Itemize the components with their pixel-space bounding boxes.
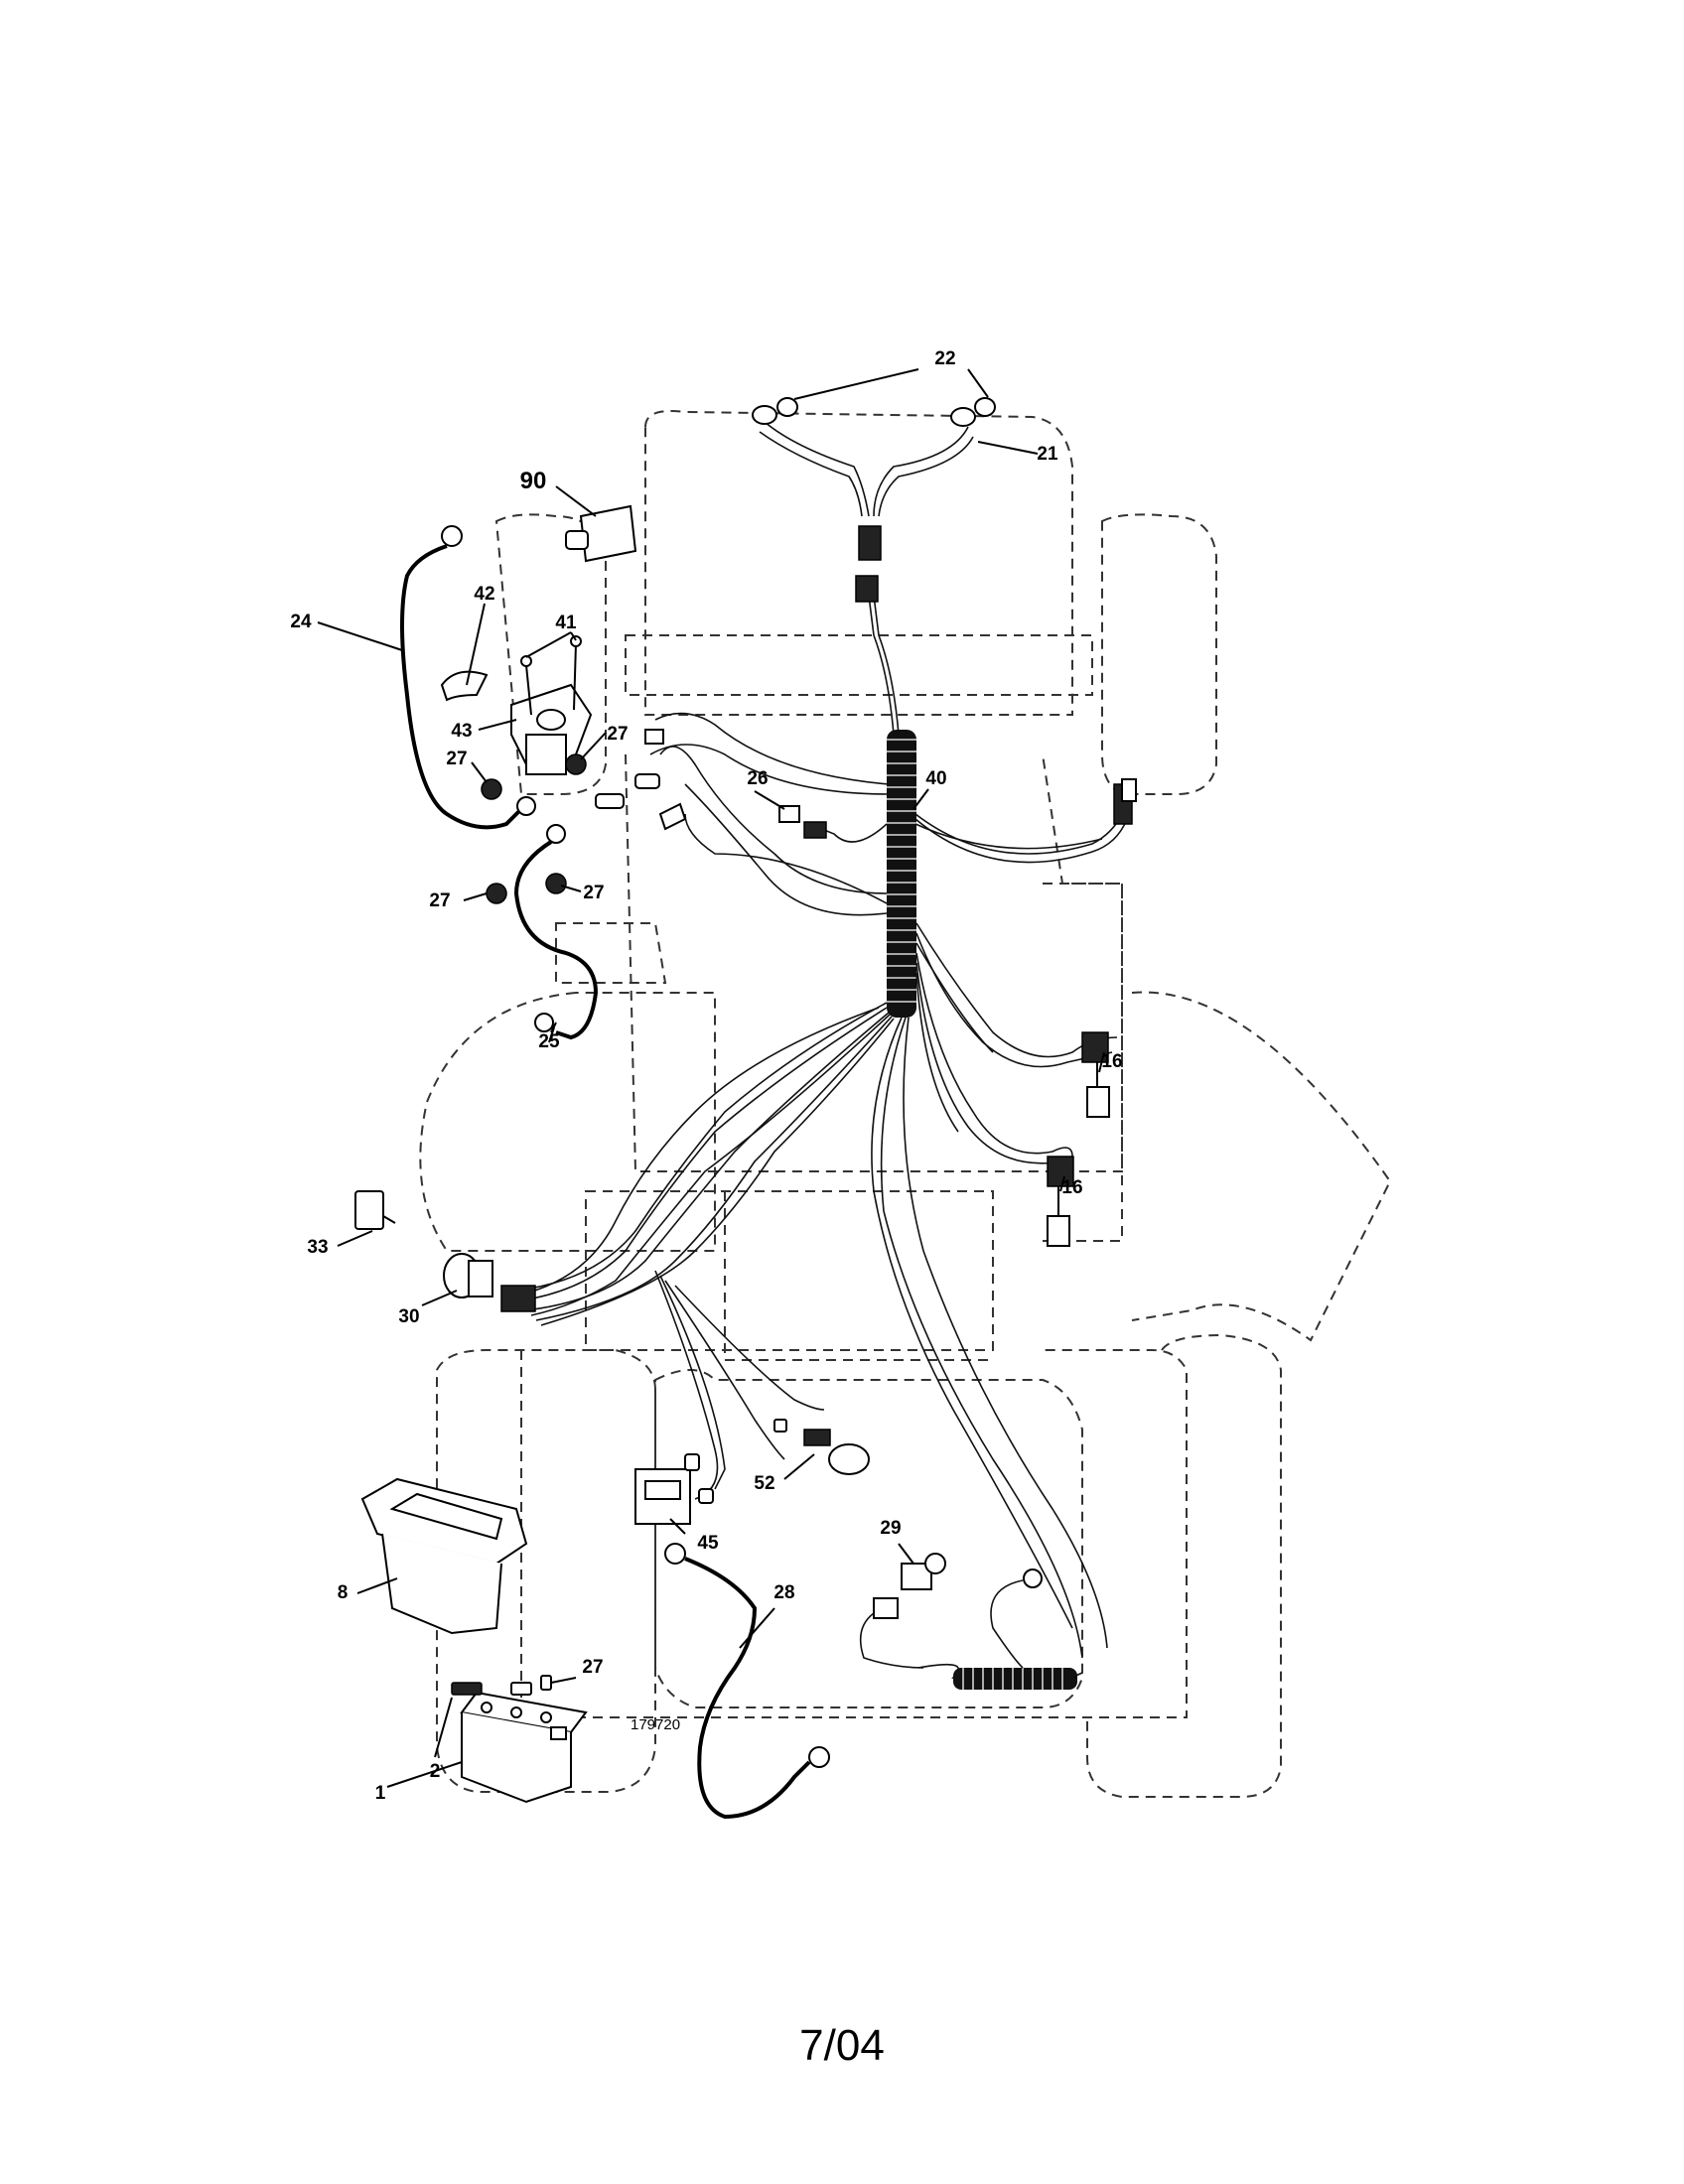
headlight-assembly (752, 397, 996, 603)
callout-1: 1 (375, 1783, 386, 1804)
callout-45: 45 (697, 1533, 719, 1554)
ground-cable-25 (513, 824, 599, 1040)
seat-switch (1113, 778, 1137, 825)
battery-tray (360, 1477, 528, 1635)
battery-bolt (451, 1675, 552, 1696)
callout-22: 22 (934, 348, 955, 369)
ignition-switch (443, 1253, 536, 1312)
callout-27-b: 27 (446, 749, 467, 769)
callout-41: 41 (555, 613, 577, 633)
callout-43: 43 (451, 721, 472, 742)
solenoid-assembly (440, 504, 687, 904)
pto-switch (859, 1553, 1083, 1690)
headlight-connector-lower (855, 575, 879, 603)
callout-42: 42 (474, 584, 494, 605)
battery-cable-24 (400, 525, 536, 830)
callout-27-c: 27 (429, 890, 450, 911)
callout-26: 26 (747, 768, 768, 789)
callout-28: 28 (773, 1582, 794, 1603)
footer-date: 7/04 (799, 2021, 885, 2070)
nut-27-c (486, 883, 507, 904)
callout-52: 52 (754, 1473, 774, 1494)
lamp-52 (773, 1419, 870, 1475)
callout-29: 29 (880, 1518, 901, 1539)
tractor-outline (419, 410, 1392, 1798)
coil-cord (917, 1663, 1083, 1690)
callout-8: 8 (338, 1582, 349, 1603)
bolt-41a (520, 655, 532, 667)
callout-2: 2 (430, 1761, 441, 1782)
leader-lines (317, 368, 1105, 1788)
callout-25: 25 (538, 1031, 560, 1052)
callout-27-d: 27 (583, 883, 604, 903)
nut-27-a (481, 778, 502, 800)
relay-16-lower (1047, 1156, 1074, 1247)
callout-labels: 22 21 90 42 41 24 43 27 27 27 27 26 40 2… (290, 348, 1122, 1804)
callout-40: 40 (925, 768, 946, 789)
headlight-bulb-left (752, 397, 798, 425)
ignition-key (354, 1190, 396, 1230)
nut-27-d (545, 873, 567, 894)
callout-16-upper: 16 (1101, 1051, 1122, 1072)
connector-26 (778, 805, 827, 839)
solenoid-boot (440, 670, 489, 702)
relay-16-upper (1081, 1031, 1110, 1118)
battery-cable-28 (664, 1543, 830, 1820)
callout-27-a: 27 (607, 724, 628, 745)
callout-33: 33 (307, 1237, 328, 1258)
bolt-41b (570, 635, 582, 647)
conduit-tube (887, 730, 916, 1018)
callout-21: 21 (1037, 444, 1058, 465)
headlight-bulb-right (950, 397, 996, 427)
headlight-connector-upper (858, 525, 882, 561)
callout-24: 24 (290, 612, 312, 632)
main-harness (515, 595, 1128, 1659)
callout-27-e: 27 (582, 1657, 603, 1678)
hour-meter (634, 1453, 714, 1525)
callout-30: 30 (398, 1306, 419, 1327)
callout-90: 90 (520, 468, 547, 494)
battery (460, 1691, 588, 1804)
drawing-number: 179720 (631, 1716, 680, 1733)
callout-16-lower: 16 (1061, 1177, 1082, 1198)
terminal-cover (579, 504, 637, 563)
